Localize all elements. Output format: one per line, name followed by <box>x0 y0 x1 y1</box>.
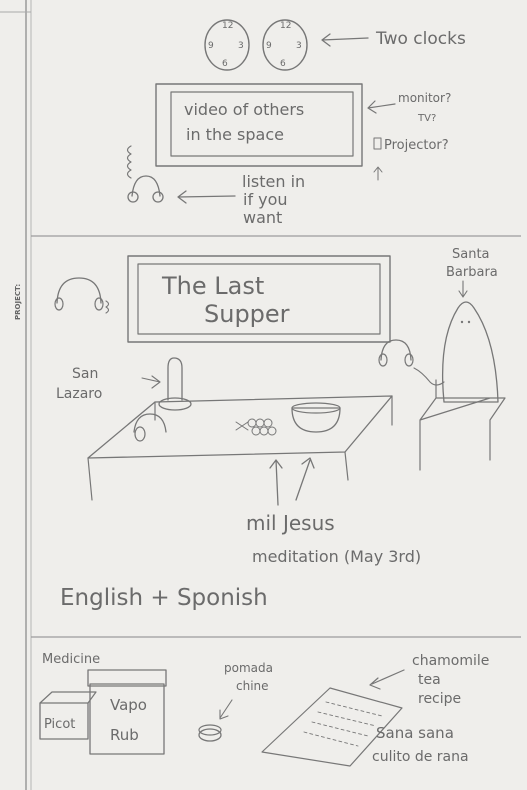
san-lazaro-line2: Lazaro <box>56 386 102 402</box>
clock-right-icon: 12 3 6 9 <box>262 19 308 71</box>
painting-frame-inner <box>137 263 381 335</box>
vaporub-lid <box>87 669 167 687</box>
rub-label: Rub <box>110 726 139 744</box>
picot-label: Picot <box>44 717 75 732</box>
arrows-to-table <box>269 457 315 506</box>
statue-eye <box>467 320 471 324</box>
arrow-to-clocks <box>321 33 369 47</box>
pomada-tin-lid <box>198 724 222 736</box>
vapo-label: Vapo <box>110 696 147 714</box>
two-clocks-note: Two clocks <box>375 29 466 49</box>
projector-note: Projector? <box>384 138 449 153</box>
project-margin-label: PROJECT: <box>14 284 22 320</box>
arrow-to-santa-barbara <box>458 280 468 298</box>
vaporub-jar <box>89 683 165 755</box>
bowl-rim <box>291 402 341 414</box>
screen-inner <box>170 91 354 157</box>
pomada-tin <box>198 728 222 742</box>
listen-line2: if you <box>243 190 288 209</box>
tea-recipe-card <box>261 687 403 767</box>
santa-barbara-pedestal <box>419 379 506 471</box>
svg-text:3: 3 <box>238 41 244 51</box>
tea-line3: recipe <box>418 691 461 707</box>
san-lazaro-base <box>158 397 192 411</box>
small-up-arrow <box>373 166 383 181</box>
listen-line3: want <box>243 208 282 227</box>
pomada-line2: chine <box>236 679 269 693</box>
medicine-label: Medicine <box>42 652 100 667</box>
bowl-icon <box>291 407 341 433</box>
svg-text:12: 12 <box>222 21 233 31</box>
headphones-icon <box>54 277 110 314</box>
headphones-icon <box>133 413 167 442</box>
languages-label: English + Sponish <box>60 585 268 611</box>
tea-line2: tea <box>418 672 441 688</box>
screen-outer <box>155 83 363 167</box>
painting-title-line2: Supper <box>204 300 290 328</box>
recipe-lines <box>303 701 383 747</box>
statue-eye <box>460 320 464 324</box>
arrow-to-headphones <box>177 190 236 204</box>
painting-title-line1: The Last <box>161 272 264 300</box>
headphones-icon <box>378 339 445 386</box>
santa-barbara-line2: Barbara <box>446 265 498 280</box>
clock-left-icon: 12 3 6 9 <box>204 19 250 71</box>
listen-line1: listen in <box>242 172 305 191</box>
svg-text:12: 12 <box>280 21 291 31</box>
santa-barbara-line1: Santa <box>452 247 490 262</box>
svg-text:3: 3 <box>296 41 302 51</box>
tea-line1: chamomile <box>412 653 489 669</box>
san-lazaro-statue <box>167 357 183 401</box>
picot-box <box>39 702 89 740</box>
screen-text-line1: video of others <box>184 100 304 119</box>
svg-text:9: 9 <box>208 41 214 51</box>
sana-line1: Sana sana <box>376 724 454 742</box>
svg-text:6: 6 <box>280 59 286 69</box>
picot-box-lid <box>39 691 97 704</box>
arrow-to-pomada <box>219 699 233 720</box>
painting-frame-outer <box>127 255 391 343</box>
tv-note: TV? <box>417 113 436 124</box>
mil-jesus-label: mil Jesus <box>246 511 335 535</box>
san-lazaro-line1: San <box>72 366 98 382</box>
projector-box-icon <box>373 137 382 150</box>
sana-line2: culito de rana <box>372 749 469 765</box>
table-legs <box>87 395 393 501</box>
screen-text-line2: in the space <box>186 125 284 144</box>
meditation-label: meditation (May 3rd) <box>252 547 421 566</box>
arrow-to-screen <box>367 100 396 114</box>
svg-text:9: 9 <box>266 41 272 51</box>
svg-text:6: 6 <box>222 59 228 69</box>
arrow-to-recipe <box>369 669 405 690</box>
headphones-icon <box>126 145 164 203</box>
pomada-line1: pomada <box>224 661 273 675</box>
arrow-to-san-lazaro <box>141 375 161 389</box>
monitor-note: monitor? <box>398 91 451 105</box>
santa-barbara-statue <box>441 301 499 403</box>
offerings-beads <box>235 418 277 436</box>
